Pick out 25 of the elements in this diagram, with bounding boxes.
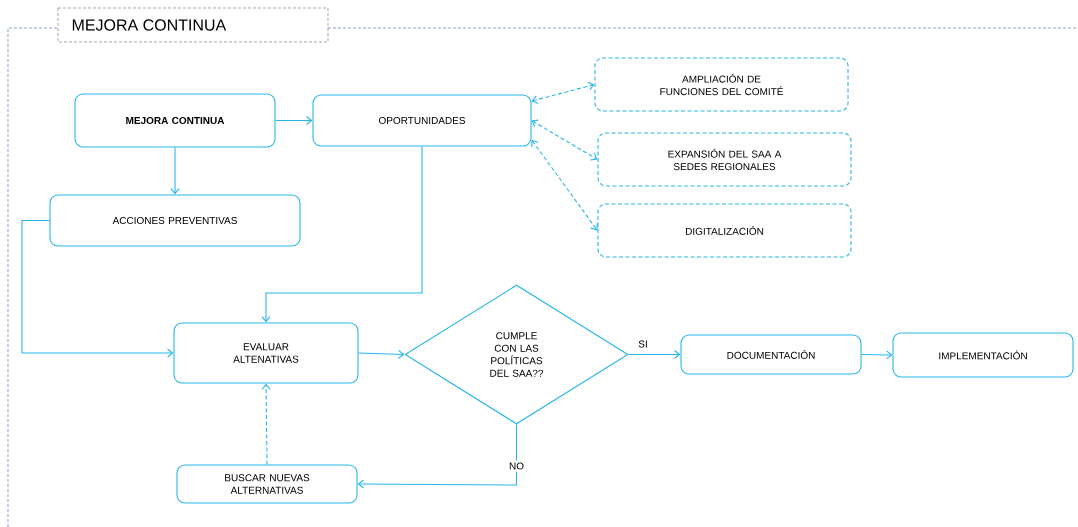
arrow (357, 424, 518, 489)
arrow (261, 383, 271, 465)
process-box: ACCIONES PREVENTIVAS (49, 194, 301, 247)
arrow (628, 349, 681, 360)
title-box: MEJORA CONTINUA (57, 7, 329, 43)
arrow (531, 139, 598, 231)
process-box: EVALUAR ALTENATIVAS (173, 322, 359, 384)
option-box: AMPLIACIÓN DE FUNCIONES DEL COMITÉ (594, 57, 849, 112)
process-box: MEJORA CONTINUA (74, 93, 276, 148)
option-box: EXPANSIÓN DEL SAA A SEDES REGIONALES (597, 132, 852, 187)
arrow (358, 349, 405, 359)
process-box: IMPLEMENTACIÓN (892, 332, 1074, 378)
option-box: DIGITALIZACIÓN (597, 203, 852, 258)
arrow (531, 119, 598, 161)
arrow (170, 147, 180, 195)
process-box: BUSCAR NUEVAS ALTERNATIVAS (176, 464, 358, 504)
edge-label: NO (507, 460, 526, 472)
process-box: DOCUMENTACIÓN (680, 334, 862, 375)
arrow (261, 146, 423, 323)
arrow (21, 219, 174, 358)
arrow (861, 350, 893, 360)
arrow (275, 115, 313, 126)
edge-label: SI (636, 338, 650, 350)
process-box: OPORTUNIDADES (312, 94, 532, 147)
arrow (531, 81, 595, 105)
